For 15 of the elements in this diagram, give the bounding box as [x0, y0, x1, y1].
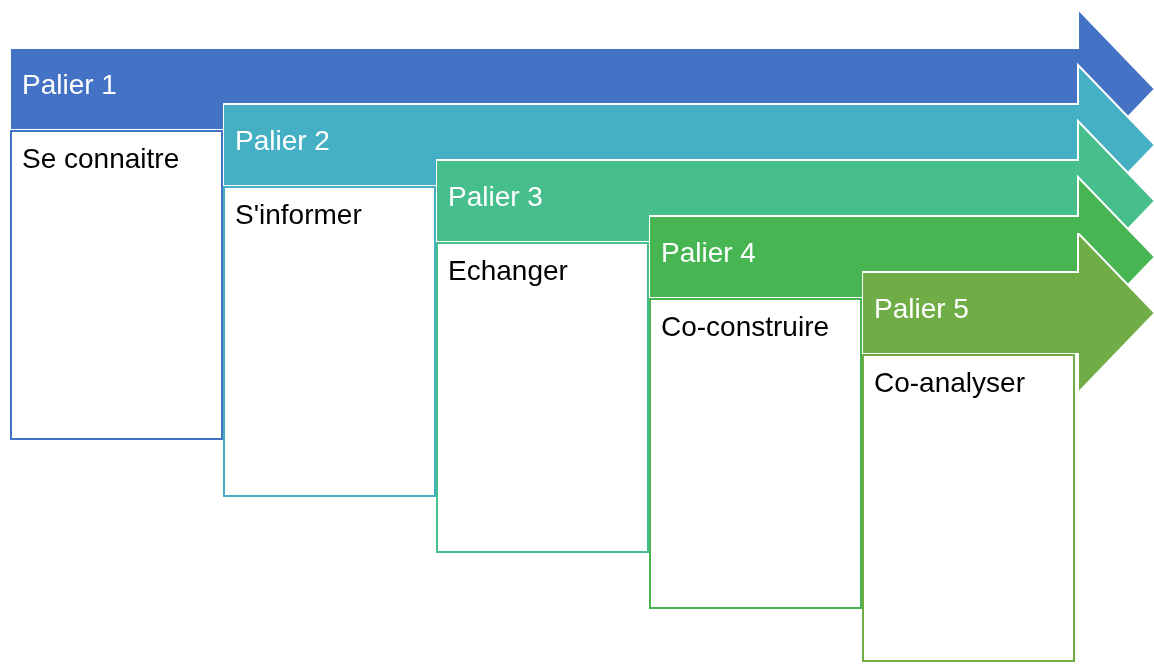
step-box: [649, 298, 862, 609]
step-title: Palier 3: [448, 180, 543, 214]
step-box: [862, 354, 1075, 662]
step-text: Co-analyser: [874, 366, 1026, 400]
step-text: Se connaitre: [22, 142, 181, 176]
step-box: [436, 242, 649, 553]
step-text: Co-construire: [661, 310, 831, 344]
step-title: Palier 4: [661, 236, 756, 270]
step-box: [10, 130, 223, 440]
step-text: S'informer: [235, 198, 363, 232]
step-title: Palier 5: [874, 292, 969, 326]
step-title: Palier 1: [22, 68, 117, 102]
step-box: [223, 186, 436, 497]
step-title: Palier 2: [235, 124, 330, 158]
step-text: Echanger: [448, 254, 569, 288]
